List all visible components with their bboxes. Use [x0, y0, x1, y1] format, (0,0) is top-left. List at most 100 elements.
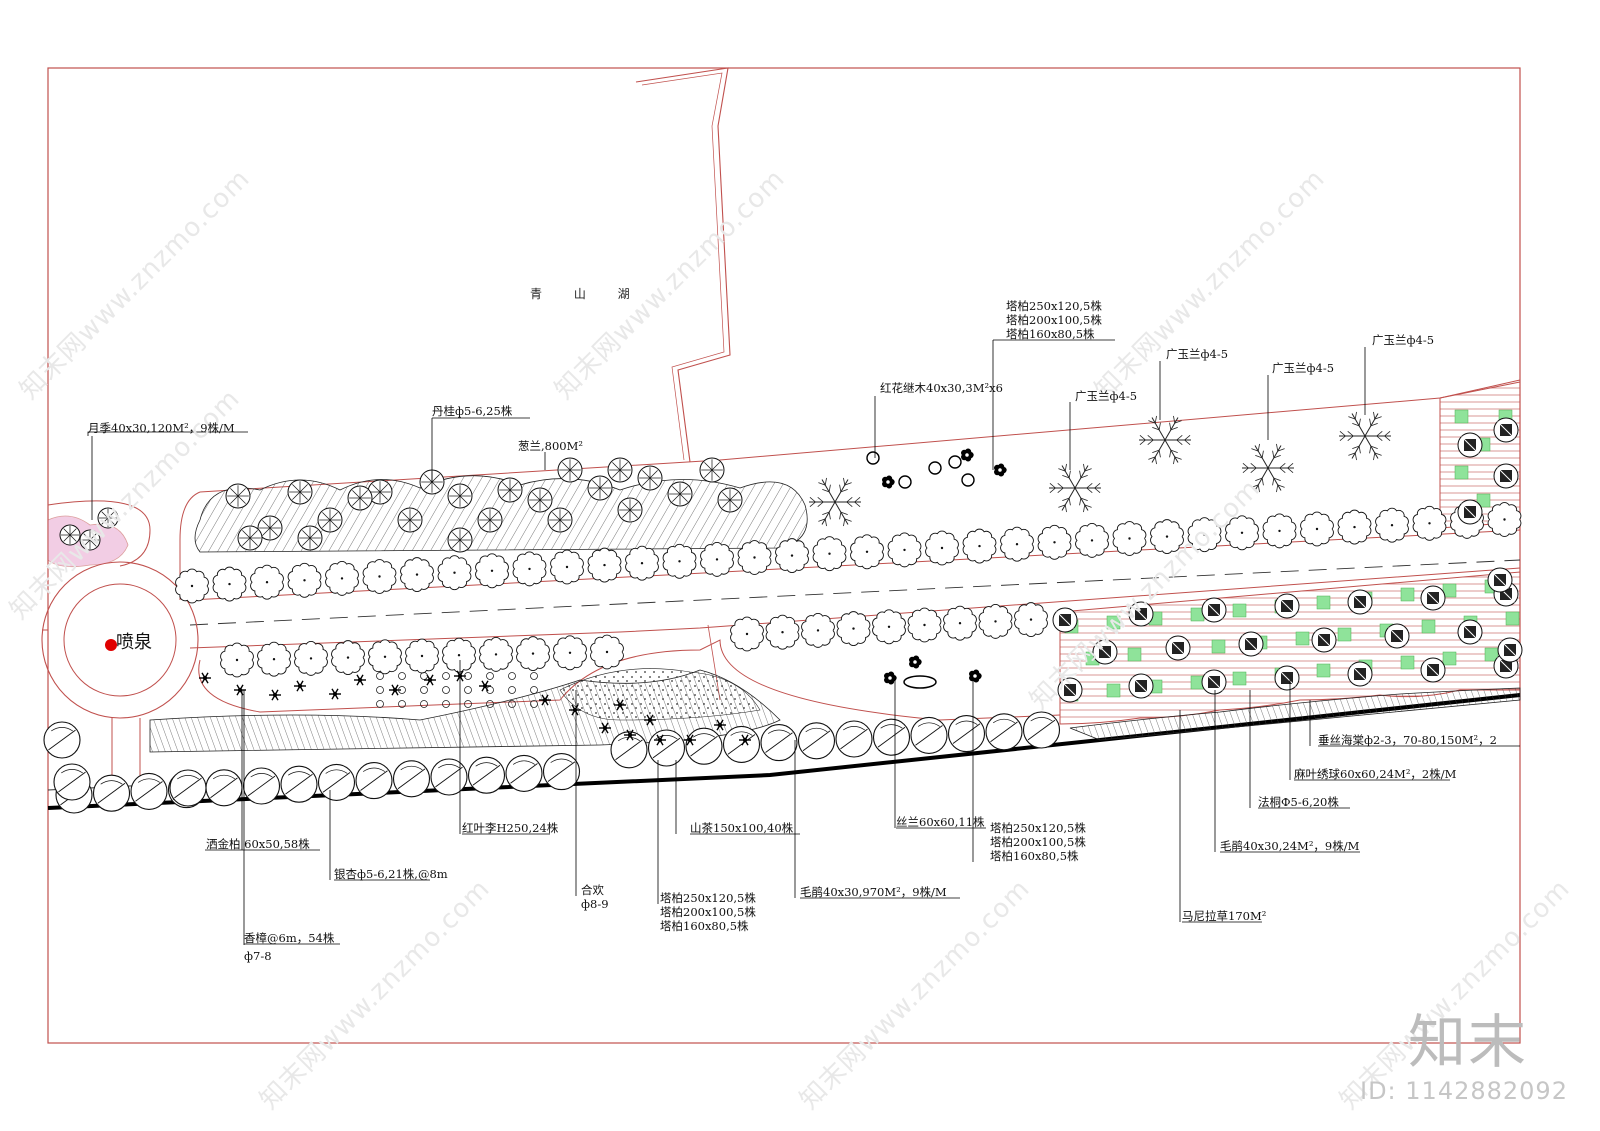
bush-symbol [1262, 513, 1297, 549]
shrub-symbol [882, 475, 895, 489]
lawn-square [1232, 671, 1247, 686]
tree-symbol [205, 769, 243, 807]
tree-symbols [43, 411, 1523, 814]
tree-symbol [59, 524, 81, 546]
tree-symbol [477, 507, 503, 533]
shrub-symbol [684, 734, 696, 746]
shrub-symbol [442, 700, 450, 708]
bush-symbol [765, 614, 800, 650]
label-tabai-bot-1: 塔柏250x120,5株 [660, 891, 756, 905]
label-hongyeli: 红叶李H250,24株 [462, 821, 559, 835]
tree-symbol [1128, 673, 1154, 699]
label-tabai-mid-2: 塔柏200x100,5株 [990, 835, 1086, 849]
tree-symbol [722, 725, 761, 763]
lawn-square [1400, 587, 1415, 602]
brand-logo-text: 知末 [1408, 1008, 1529, 1076]
shrub-symbol [354, 674, 366, 686]
shrub-symbol [654, 734, 666, 746]
shrub-symbol [486, 672, 494, 680]
bush-symbol [331, 640, 365, 676]
bush-symbol [801, 612, 835, 648]
tree-symbol [547, 507, 573, 533]
tree-symbol [392, 760, 431, 798]
lawn-square [1211, 639, 1226, 654]
lawn-square [1295, 631, 1310, 646]
bush-symbol [325, 560, 359, 596]
tree-symbol [447, 483, 473, 509]
tree-symbol [1347, 661, 1373, 687]
bush-symbol [1150, 519, 1184, 555]
tree-symbol [809, 477, 861, 527]
shrub-symbol [376, 686, 384, 694]
bush-symbol [730, 616, 764, 652]
label-sajinbai: 洒金柏 60x50,58株 [206, 837, 310, 851]
tree-symbol [97, 507, 119, 529]
tree-symbol [1457, 619, 1483, 645]
tree-symbol [637, 465, 663, 491]
bush-symbol [1000, 526, 1034, 562]
tree-symbol [92, 774, 131, 812]
lawn-square [1316, 663, 1331, 678]
tree-symbol [53, 763, 91, 801]
lawn-square [1442, 651, 1457, 666]
bush-symbol [294, 640, 328, 676]
shrub-symbol [614, 699, 626, 711]
lawn-square [1421, 619, 1436, 634]
upper-bed-edge [199, 379, 1521, 493]
bush-symbol [479, 636, 513, 672]
label-xiangzhang-1: 香樟@6m，54株 [244, 931, 335, 945]
label-yinxing: 银杏ф5-6,21株,@8m [334, 867, 448, 881]
bush-symbol [1487, 502, 1522, 537]
shrub-symbol [644, 714, 656, 726]
tree-symbol [985, 713, 1023, 751]
tree-symbol [1049, 463, 1101, 513]
tree-symbol [242, 767, 281, 805]
leader-line [87, 431, 248, 436]
tree-symbol [1052, 607, 1078, 633]
tree-symbol [1457, 499, 1483, 525]
tree-symbol [355, 762, 393, 800]
tree-symbol [1384, 623, 1410, 649]
tree-symbol [1420, 657, 1446, 683]
bush-symbol [1112, 521, 1147, 556]
label-guangyulan-3: 广玉兰ф4-5 [1272, 361, 1335, 375]
tree-symbol [1493, 417, 1519, 443]
leader-lines [87, 339, 1520, 945]
bush-symbol [907, 607, 942, 643]
tree-symbol [760, 724, 798, 762]
tree-symbol [587, 475, 613, 501]
label-silan: 丝兰60x60,11株 [896, 815, 985, 829]
bush-symbol [287, 562, 322, 598]
bush-symbol [590, 634, 624, 670]
shrub-symbol [294, 680, 306, 692]
label-maojuan-1: 毛鹃40x30,970M²，9株/M [800, 885, 947, 899]
tree-symbol [667, 481, 693, 507]
lawn-square [1476, 493, 1491, 508]
shrub-symbol [424, 674, 436, 686]
shrub-symbol [624, 729, 636, 741]
tree-symbol [1493, 463, 1519, 489]
tree-symbol [225, 483, 251, 509]
tree-symbol [1311, 627, 1337, 653]
shrub-symbol [539, 694, 551, 706]
bush-symbol [1300, 511, 1334, 547]
shrub-symbol [948, 455, 962, 469]
shrub-symbol [530, 672, 538, 680]
tree-symbol [237, 525, 263, 551]
bush-symbol [978, 603, 1013, 639]
bush-symbol [1375, 507, 1409, 543]
tree-symbol [347, 485, 373, 511]
drawing-id: ID: 1142882092 [1360, 1077, 1568, 1105]
bush-symbol [512, 551, 547, 587]
shrub-symbol [486, 686, 494, 694]
bush-symbol [943, 605, 977, 641]
bush-symbol [257, 641, 291, 677]
roundabout-inner [63, 583, 177, 697]
shrub-symbol [928, 461, 942, 475]
tree-symbol [797, 722, 836, 760]
shrub-symbol [398, 686, 406, 694]
shrub-symbol [898, 475, 912, 489]
shrub-symbol [398, 672, 406, 680]
bush-symbol [587, 547, 622, 583]
label-tabai-top-2: 塔柏200x100,5株 [1006, 313, 1102, 327]
